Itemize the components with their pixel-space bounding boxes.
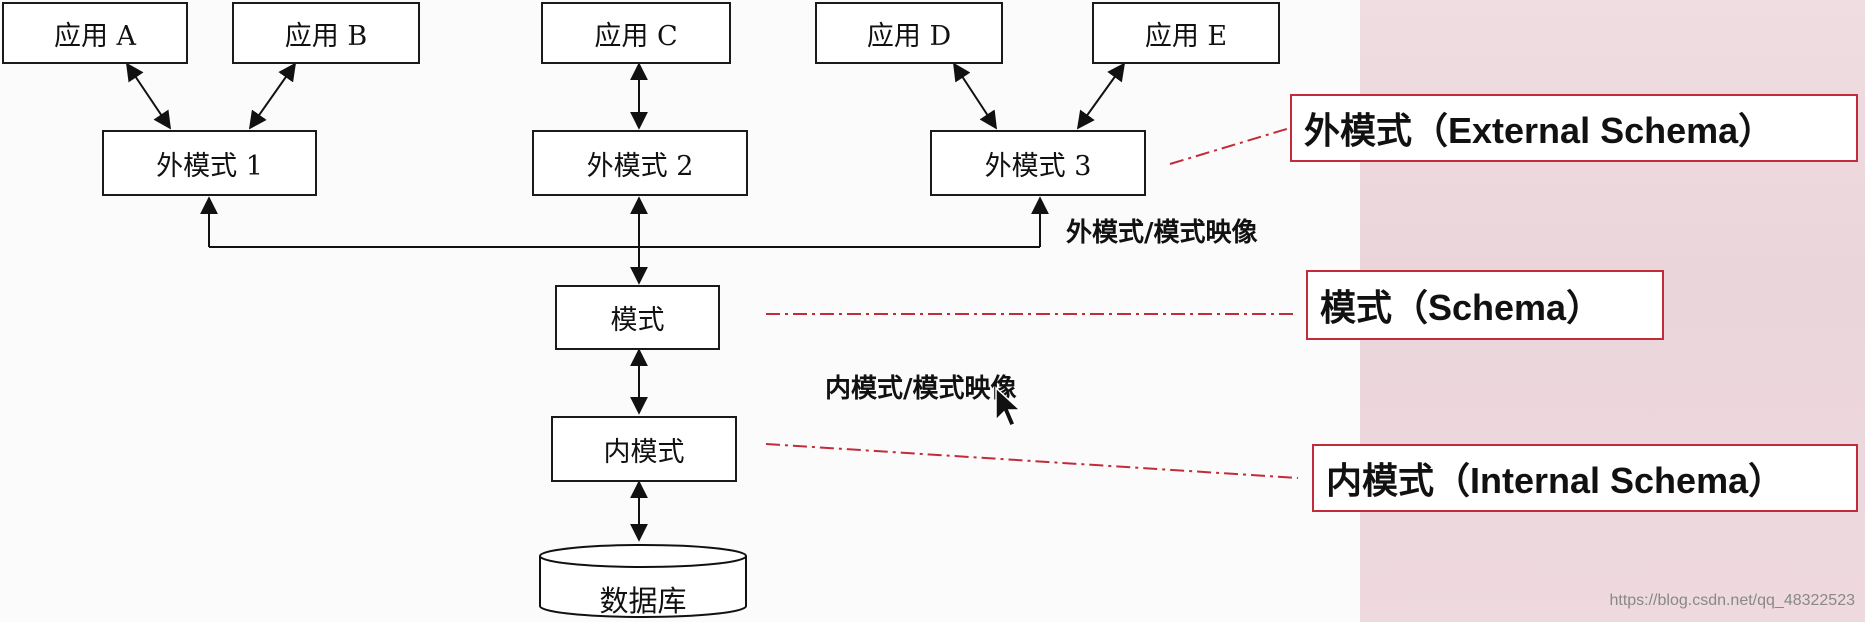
arrow-app-d-ext3 (953, 62, 997, 130)
external-schema-callout: 外模式（External Schema） (1290, 94, 1858, 162)
app-c-label: 应用 C (594, 20, 678, 52)
leader-external (1169, 127, 1291, 165)
app-c-box: 应用 C (541, 2, 731, 64)
external-mapping-label: 外模式/模式映像 (1066, 218, 1258, 248)
app-a-box: 应用 A (2, 2, 188, 64)
app-e-box: 应用 E (1092, 2, 1280, 64)
schema-callout-text: 模式（Schema） (1320, 287, 1603, 328)
external-schema-3-label: 外模式 3 (984, 150, 1092, 182)
internal-schema-box: 内模式 (551, 416, 737, 482)
internal-schema-callout: 内模式（Internal Schema） (1312, 444, 1858, 512)
external-schema-1-label: 外模式 1 (156, 150, 263, 182)
arrow-app-e-ext3 (1076, 62, 1126, 130)
app-b-label: 应用 B (284, 20, 368, 52)
database-label: 数据库 (599, 584, 687, 618)
arrow-app-b-ext1 (248, 62, 297, 130)
external-schema-3-box: 外模式 3 (930, 130, 1146, 196)
internal-mapping-label: 内模式/模式映像 (825, 374, 1017, 404)
external-schema-1-box: 外模式 1 (102, 130, 317, 196)
app-d-box: 应用 D (815, 2, 1003, 64)
database-cylinder (539, 544, 747, 618)
mouse-cursor-icon (995, 386, 1022, 427)
watermark: https://blog.csdn.net/qq_48322523 (1609, 592, 1855, 609)
schema-callout: 模式（Schema） (1306, 270, 1664, 340)
schema-box: 模式 (555, 285, 720, 350)
external-schema-2-label: 外模式 2 (586, 150, 694, 182)
external-schema-callout-text: 外模式（External Schema） (1304, 110, 1775, 151)
app-b-box: 应用 B (232, 2, 420, 64)
arrow-app-a-ext1 (125, 62, 172, 130)
external-schema-2-box: 外模式 2 (532, 130, 748, 196)
app-a-label: 应用 A (53, 20, 137, 52)
app-e-label: 应用 E (1144, 20, 1228, 52)
internal-schema-label: 内模式 (603, 436, 685, 468)
internal-schema-callout-text: 内模式（Internal Schema） (1326, 460, 1785, 501)
app-d-label: 应用 D (866, 20, 952, 52)
schema-label: 模式 (610, 305, 665, 336)
leader-internal (765, 443, 1299, 479)
